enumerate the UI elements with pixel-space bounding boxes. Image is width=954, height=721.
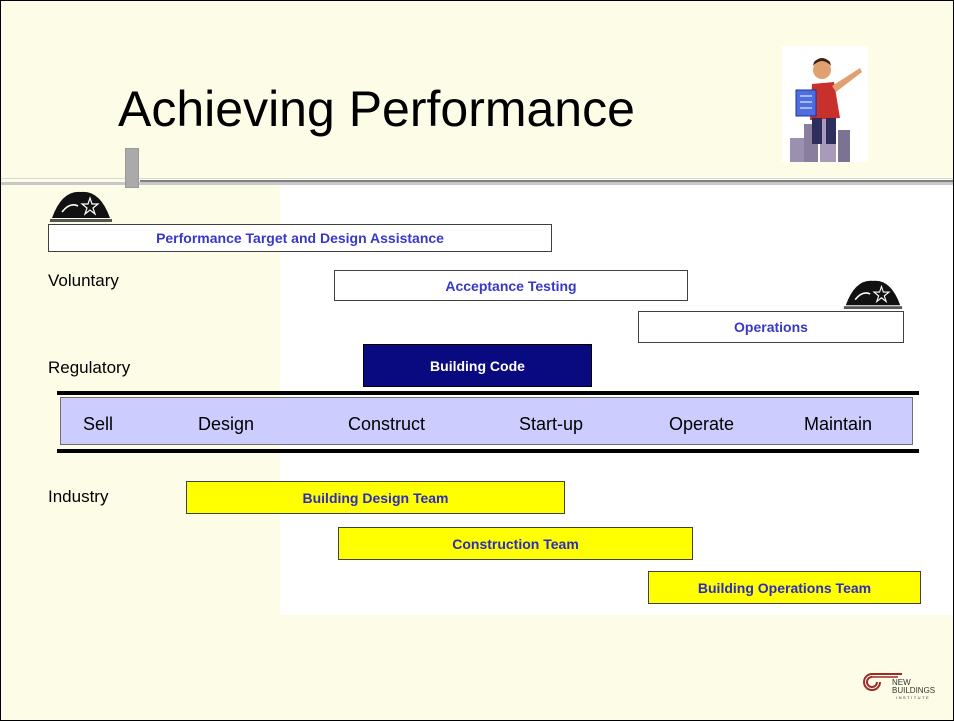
title-divider-light (0, 182, 954, 185)
logo-text-buildings: BUILDINGS (892, 686, 935, 695)
phase-construct: Construct (348, 414, 426, 434)
performance-target-bar: Performance Target and Design Assistance (48, 224, 552, 252)
phase-sell: Sell (83, 414, 114, 434)
energy-star-logo-icon (843, 280, 903, 310)
construction-team-bar: Construction Team (338, 527, 693, 560)
row-label-voluntary: Voluntary (48, 271, 119, 290)
building-code-bar: Building Code (363, 344, 592, 387)
slide-title: Achieving Performance (118, 81, 635, 137)
building-design-team-bar: Building Design Team (186, 481, 565, 514)
phase-operate: Operate (669, 414, 735, 434)
phase-maintain: Maintain (804, 414, 873, 434)
logo-text-institute: INSTITUTE (896, 695, 930, 700)
bottom-background (280, 615, 954, 721)
title-accent-block (125, 148, 139, 188)
phase-start-up: Start-up (519, 414, 584, 434)
phase-band (60, 397, 913, 445)
logo-text-new: NEW (892, 678, 911, 687)
acceptance-testing-bar: Acceptance Testing (334, 270, 688, 301)
row-label-industry: Industry (48, 487, 109, 506)
row-label-regulatory: Regulatory (48, 358, 131, 377)
left-background (0, 185, 280, 721)
building-operations-team-bar: Building Operations Team (648, 571, 921, 604)
new-buildings-institute-logo-icon: NEW BUILDINGS INSTITUTE (862, 660, 950, 704)
phase-top-line (57, 391, 919, 395)
title-divider-shadow (0, 178, 954, 179)
phase-design: Design (198, 414, 255, 434)
energy-star-logo-icon (50, 191, 112, 222)
title-divider (140, 180, 954, 182)
operations-bar: Operations (638, 311, 904, 343)
presenter-clipart-icon (782, 46, 868, 162)
phase-bottom-line (57, 449, 919, 453)
